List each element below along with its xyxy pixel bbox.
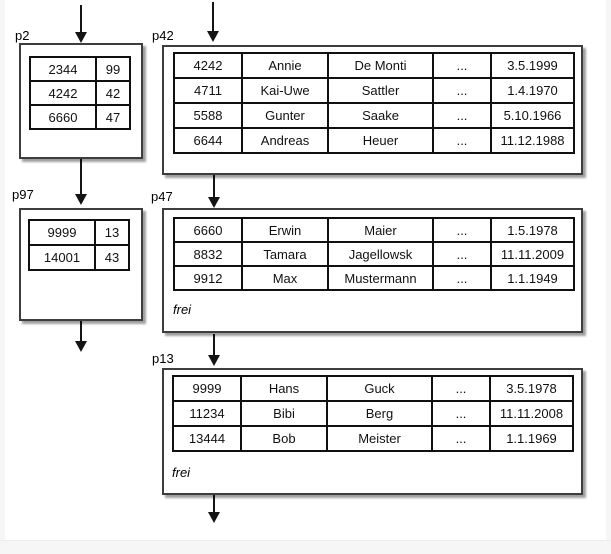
record-firstname-cell: Max	[243, 267, 327, 289]
record-ellipsis-cell: ...	[434, 104, 490, 127]
record-firstname-cell: Bibi	[242, 402, 326, 425]
index-pointer-cell: 42	[97, 82, 129, 104]
index-pointer-cell: 99	[97, 58, 129, 80]
record-date-cell: 5.10.1966	[492, 104, 573, 127]
record-id-cell: 9912	[175, 267, 241, 289]
index-key-cell: 9999	[30, 221, 94, 244]
record-date-cell: 3.5.1978	[491, 377, 572, 400]
record-firstname-cell: Kai-Uwe	[243, 79, 327, 102]
index-page-p97: 9999 13 14001 43	[19, 208, 143, 321]
record-ellipsis-cell: ...	[433, 402, 489, 425]
record-id-cell: 5588	[175, 104, 241, 127]
record-lastname-cell: Jagellowsk	[329, 243, 432, 265]
record-id-cell: 4242	[175, 54, 241, 77]
record-id-cell: 6660	[175, 219, 241, 241]
record-firstname-cell: Hans	[242, 377, 326, 400]
page-label-p42: p42	[152, 28, 174, 43]
record-lastname-cell: Berg	[328, 402, 431, 425]
record-date-cell: 1.1.1969	[491, 427, 572, 450]
record-id-cell: 6644	[175, 129, 241, 152]
index-pointer-cell: 47	[97, 106, 129, 128]
index-table-p2: 2344 99 4242 42 6660 47	[29, 56, 131, 130]
index-table-p97: 9999 13 14001 43	[28, 219, 130, 271]
record-firstname-cell: Bob	[242, 427, 326, 450]
record-date-cell: 3.5.1999	[492, 54, 573, 77]
record-id-cell: 4711	[175, 79, 241, 102]
arrow-into-p42-icon	[207, 2, 219, 42]
index-key-cell: 14001	[30, 246, 94, 269]
index-pointer-cell: 43	[96, 246, 128, 269]
page-margin-left	[0, 0, 5, 554]
record-date-cell: 11.11.2009	[492, 243, 573, 265]
arrow-p42-to-p47-icon	[208, 175, 220, 208]
record-ellipsis-cell: ...	[434, 243, 490, 265]
record-firstname-cell: Tamara	[243, 243, 327, 265]
record-firstname-cell: Erwin	[243, 219, 327, 241]
record-date-cell: 1.1.1949	[492, 267, 573, 289]
page-label-p13: p13	[152, 351, 174, 366]
page-label-p97: p97	[12, 187, 34, 202]
record-ellipsis-cell: ...	[434, 54, 490, 77]
page-margin-bottom	[0, 540, 611, 554]
record-table-p47: 6660 Erwin Maier ... 1.5.1978 8832 Tamar…	[173, 217, 575, 291]
arrow-p47-to-p13-icon	[208, 334, 220, 366]
record-firstname-cell: Annie	[243, 54, 327, 77]
data-page-p13: 9999 Hans Guck ... 3.5.1978 11234 Bibi B…	[162, 368, 583, 495]
page-label-p47: p47	[151, 189, 173, 204]
data-page-p42: 4242 Annie De Monti ... 3.5.1999 4711 Ka…	[162, 45, 583, 175]
free-space-label: frei	[173, 302, 192, 317]
record-table-p13: 9999 Hans Guck ... 3.5.1978 11234 Bibi B…	[172, 375, 574, 452]
record-lastname-cell: Mustermann	[329, 267, 432, 289]
record-date-cell: 1.4.1970	[492, 79, 573, 102]
index-pointer-cell: 13	[96, 221, 128, 244]
record-ellipsis-cell: ...	[434, 79, 490, 102]
free-space-label: frei	[172, 465, 191, 480]
record-date-cell: 11.12.1988	[492, 129, 573, 152]
arrow-p2-to-p97-icon	[75, 159, 87, 205]
record-ellipsis-cell: ...	[434, 267, 490, 289]
arrow-out-of-p97-icon	[75, 321, 87, 352]
record-lastname-cell: Guck	[328, 377, 431, 400]
record-firstname-cell: Gunter	[243, 104, 327, 127]
arrow-out-of-p13-icon	[208, 495, 220, 523]
record-id-cell: 13444	[174, 427, 240, 450]
record-lastname-cell: De Monti	[329, 54, 432, 77]
record-table-p42: 4242 Annie De Monti ... 3.5.1999 4711 Ka…	[173, 52, 575, 154]
page-margin-right	[606, 0, 611, 554]
record-id-cell: 9999	[174, 377, 240, 400]
record-lastname-cell: Heuer	[329, 129, 432, 152]
record-id-cell: 8832	[175, 243, 241, 265]
record-lastname-cell: Maier	[329, 219, 432, 241]
record-ellipsis-cell: ...	[433, 427, 489, 450]
index-key-cell: 2344	[31, 58, 95, 80]
record-lastname-cell: Sattler	[329, 79, 432, 102]
record-id-cell: 11234	[174, 402, 240, 425]
record-lastname-cell: Meister	[328, 427, 431, 450]
index-key-cell: 6660	[31, 106, 95, 128]
record-date-cell: 11.11.2008	[491, 402, 572, 425]
index-key-cell: 4242	[31, 82, 95, 104]
arrow-into-p2-icon	[75, 5, 87, 43]
record-date-cell: 1.5.1978	[492, 219, 573, 241]
record-ellipsis-cell: ...	[434, 129, 490, 152]
data-page-p47: 6660 Erwin Maier ... 1.5.1978 8832 Tamar…	[162, 208, 583, 333]
index-page-p2: 2344 99 4242 42 6660 47	[19, 43, 143, 159]
record-lastname-cell: Saake	[329, 104, 432, 127]
record-ellipsis-cell: ...	[433, 377, 489, 400]
record-firstname-cell: Andreas	[243, 129, 327, 152]
page-label-p2: p2	[15, 28, 30, 43]
record-ellipsis-cell: ...	[434, 219, 490, 241]
